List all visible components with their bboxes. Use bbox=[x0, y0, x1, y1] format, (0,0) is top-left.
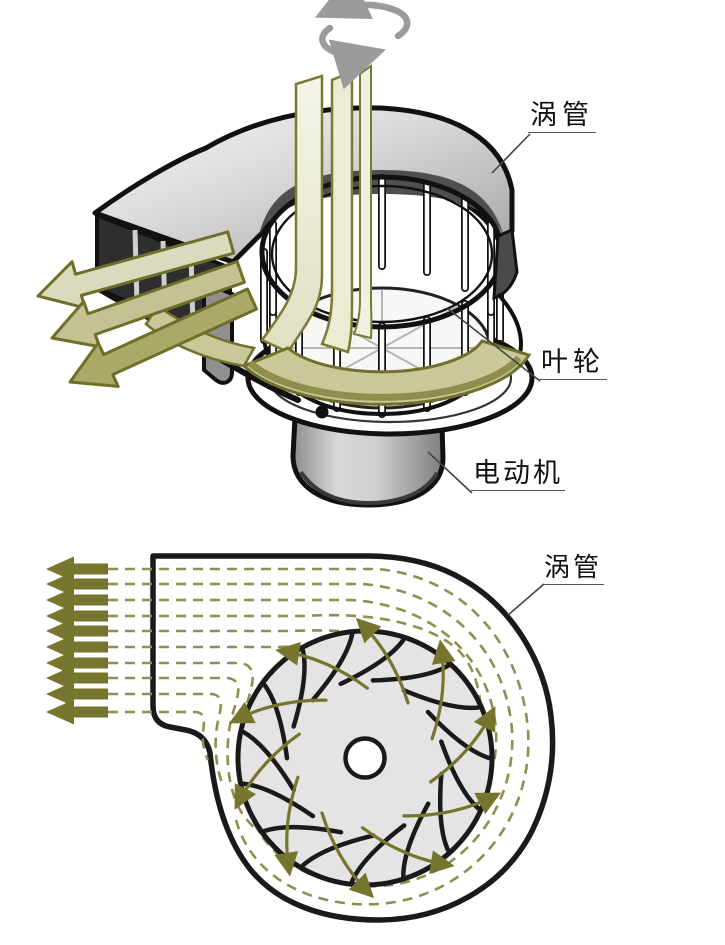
leader-line-volute-2d bbox=[507, 583, 545, 616]
leader-line-volute-3d bbox=[491, 133, 531, 174]
label-volute-2d: 涡管 bbox=[542, 552, 605, 585]
label-volute-3d: 涡管 bbox=[528, 100, 596, 133]
outlet-arrows-2d bbox=[46, 556, 108, 725]
label-impeller: 叶轮 bbox=[539, 347, 607, 380]
leader-line-motor bbox=[427, 451, 473, 494]
label-motor: 电动机 bbox=[471, 458, 565, 491]
impeller-hub bbox=[343, 736, 387, 780]
housing-right-cut bbox=[492, 227, 523, 355]
panel-3d-cutaway bbox=[30, 0, 541, 508]
leader-line-impeller bbox=[446, 307, 541, 382]
flange-bolt bbox=[315, 405, 329, 419]
impeller-rim-arrows bbox=[228, 617, 502, 899]
rotation-arrows-icon bbox=[314, 0, 411, 90]
panel-2d-schematic bbox=[46, 553, 556, 923]
inlet-flow-ribbons bbox=[260, 64, 373, 354]
